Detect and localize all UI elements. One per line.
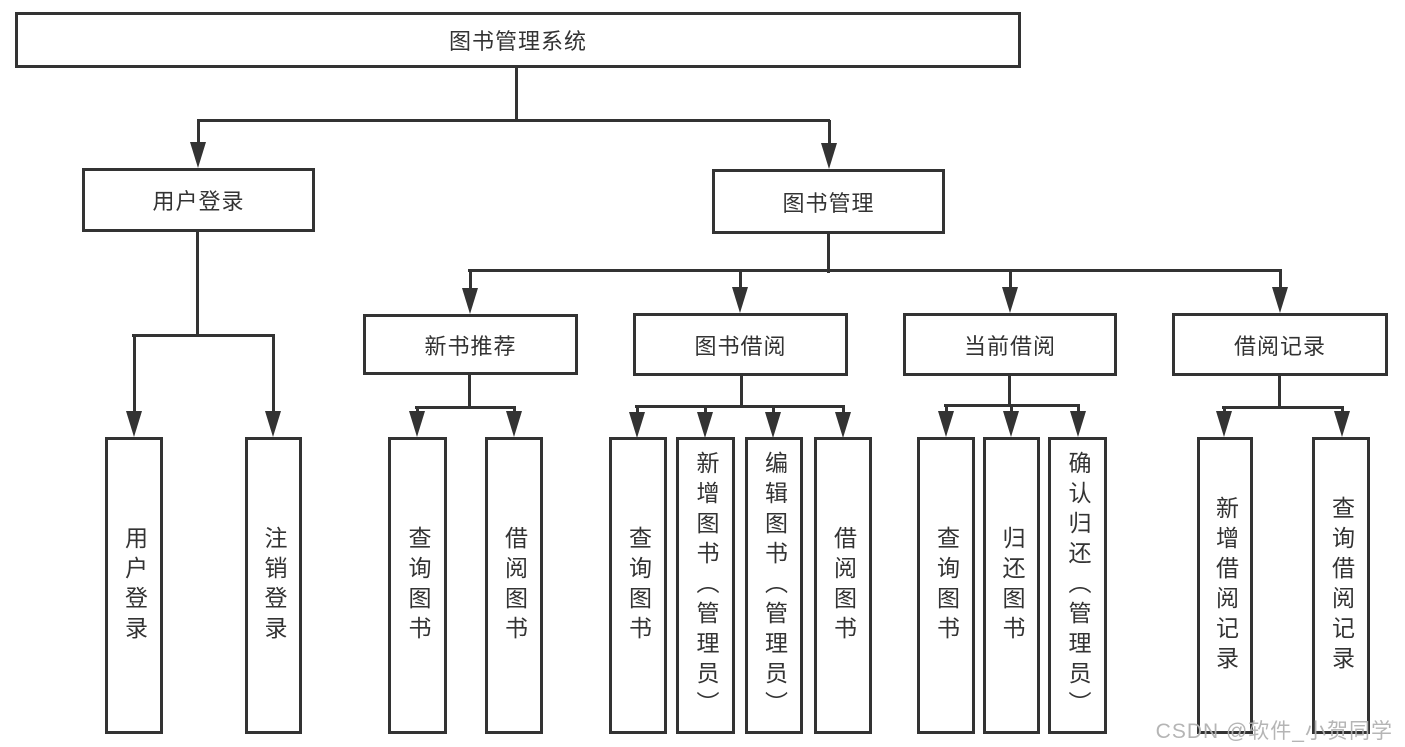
leaf-borrowing-add-label: 新增图书（管理员） [693,450,719,721]
leaf-borrowing-borrow-label: 借阅图书 [830,525,857,646]
node-borrow-records-label: 借阅记录 [1233,333,1326,359]
connector-arrow [506,407,522,437]
leaf-borrowing-borrow: 借阅图书 [814,437,872,734]
connector-line [468,373,471,409]
connector-arrow [765,406,781,438]
connector-line [415,406,516,409]
leaf-records-query-label: 查询借阅记录 [1328,495,1355,676]
node-new-books-label: 新书推荐 [424,333,517,359]
leaf-borrowing-edit: 编辑图书（管理员） [745,437,803,734]
connector-arrow [821,120,837,169]
leaf-user-login: 用户登录 [105,437,163,734]
node-book-borrowing-label: 图书借阅 [694,333,787,359]
leaf-newbooks-query: 查询图书 [388,437,447,734]
connector-line [132,334,275,337]
connector-arrow [190,120,206,168]
connector-line [196,230,199,337]
node-root: 图书管理系统 [15,12,1021,68]
node-user-login: 用户登录 [82,168,315,232]
leaf-borrowing-query-label: 查询图书 [625,525,652,646]
connector-line [197,119,830,122]
leaf-records-add-label: 新增借阅记录 [1212,495,1239,676]
node-book-management-label: 图书管理 [782,190,875,216]
node-root-label: 图书管理系统 [448,29,587,54]
leaf-borrowing-add: 新增图书（管理员） [676,437,735,734]
connector-arrow [1216,407,1232,437]
leaf-current-return: 归还图书 [983,437,1040,734]
connector-arrow [1002,270,1018,313]
connector-arrow [1272,270,1288,313]
leaf-newbooks-borrow-label: 借阅图书 [501,525,528,646]
connector-arrow [732,270,748,313]
connector-arrow [1070,405,1086,437]
node-book-borrowing: 图书借阅 [633,313,848,376]
watermark: CSDN @软件_小贺同学 [1155,720,1393,743]
leaf-borrowing-edit-label: 编辑图书（管理员） [761,450,788,721]
leaf-newbooks-query-label: 查询图书 [405,525,431,646]
connector-line [1222,406,1344,409]
leaf-records-query: 查询借阅记录 [1312,437,1370,734]
leaf-borrowing-query: 查询图书 [609,437,667,734]
connector-arrow [409,407,425,437]
leaf-current-confirm: 确认归还（管理员） [1048,437,1107,734]
leaf-current-query-label: 查询图书 [933,525,960,646]
connector-arrow [1334,407,1350,437]
connector-arrow [1003,405,1019,437]
node-current-borrowing: 当前借阅 [903,313,1117,376]
connector-arrow [629,406,645,438]
leaf-current-confirm-label: 确认归还（管理员） [1065,450,1091,721]
connector-line [740,374,743,408]
connector-line [1278,374,1281,409]
connector-arrow [835,406,851,438]
leaf-user-login-label: 用户登录 [121,525,148,646]
connector-arrow [265,335,281,437]
connector-line [515,66,518,122]
connector-line [635,405,845,408]
connector-line [468,269,1282,272]
leaf-records-add: 新增借阅记录 [1197,437,1253,734]
node-new-books: 新书推荐 [363,314,578,375]
node-book-management: 图书管理 [712,169,945,234]
connector-arrow [697,406,713,438]
node-current-borrowing-label: 当前借阅 [963,333,1056,359]
leaf-logout-label: 注销登录 [261,525,287,646]
node-borrow-records: 借阅记录 [1172,313,1388,376]
leaf-logout: 注销登录 [245,437,302,734]
connector-arrow [938,405,954,437]
node-user-login-label: 用户登录 [152,189,245,214]
leaf-current-query: 查询图书 [917,437,975,734]
leaf-current-return-label: 归还图书 [999,525,1025,646]
connector-arrow [462,270,478,314]
connector-arrow [126,335,142,437]
leaf-newbooks-borrow: 借阅图书 [485,437,543,734]
connector-line [1008,374,1011,407]
connector-line [827,232,830,273]
